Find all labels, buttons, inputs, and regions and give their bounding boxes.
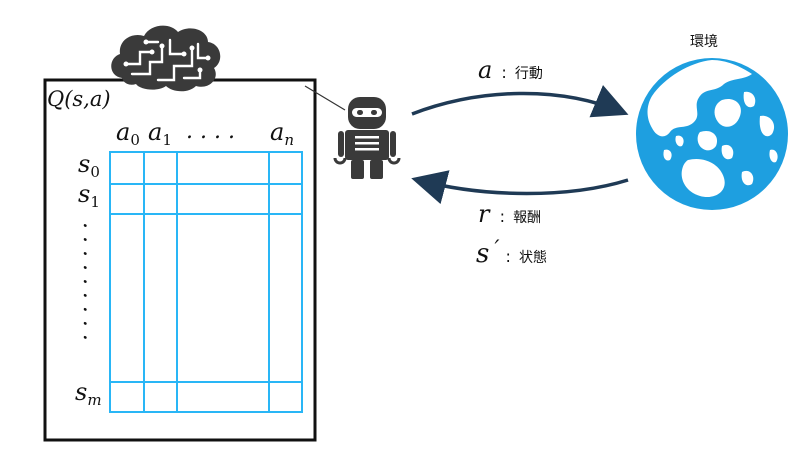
environment-label: 環境 [690, 34, 718, 50]
state-label-s1: s1 [78, 180, 100, 211]
brain-icon [111, 25, 221, 92]
state-label: s ′ : 状態 [476, 237, 547, 269]
reward-label: r : 報酬 [478, 200, 541, 228]
grid-border [109, 151, 303, 413]
q-table-title: Q(s,a) [47, 87, 111, 111]
action-label-a0: a0 [116, 118, 140, 149]
state-label-s0: s0 [78, 150, 100, 181]
action-label-dots: . . . . [186, 119, 235, 144]
action-arrow [411, 85, 629, 118]
action-label-a1: a1 [148, 118, 172, 149]
action-label-an: an [270, 118, 294, 149]
action-label: a : 行動 [478, 56, 543, 84]
brain-robot-connector [304, 85, 346, 111]
state-label-dots: . . . . . . . . . [78, 222, 103, 341]
globe-icon [636, 58, 788, 210]
robot-icon [333, 97, 401, 179]
q-table-grid [109, 151, 303, 413]
state-label-sm: sm [75, 378, 102, 409]
feedback-arrow [411, 170, 629, 205]
